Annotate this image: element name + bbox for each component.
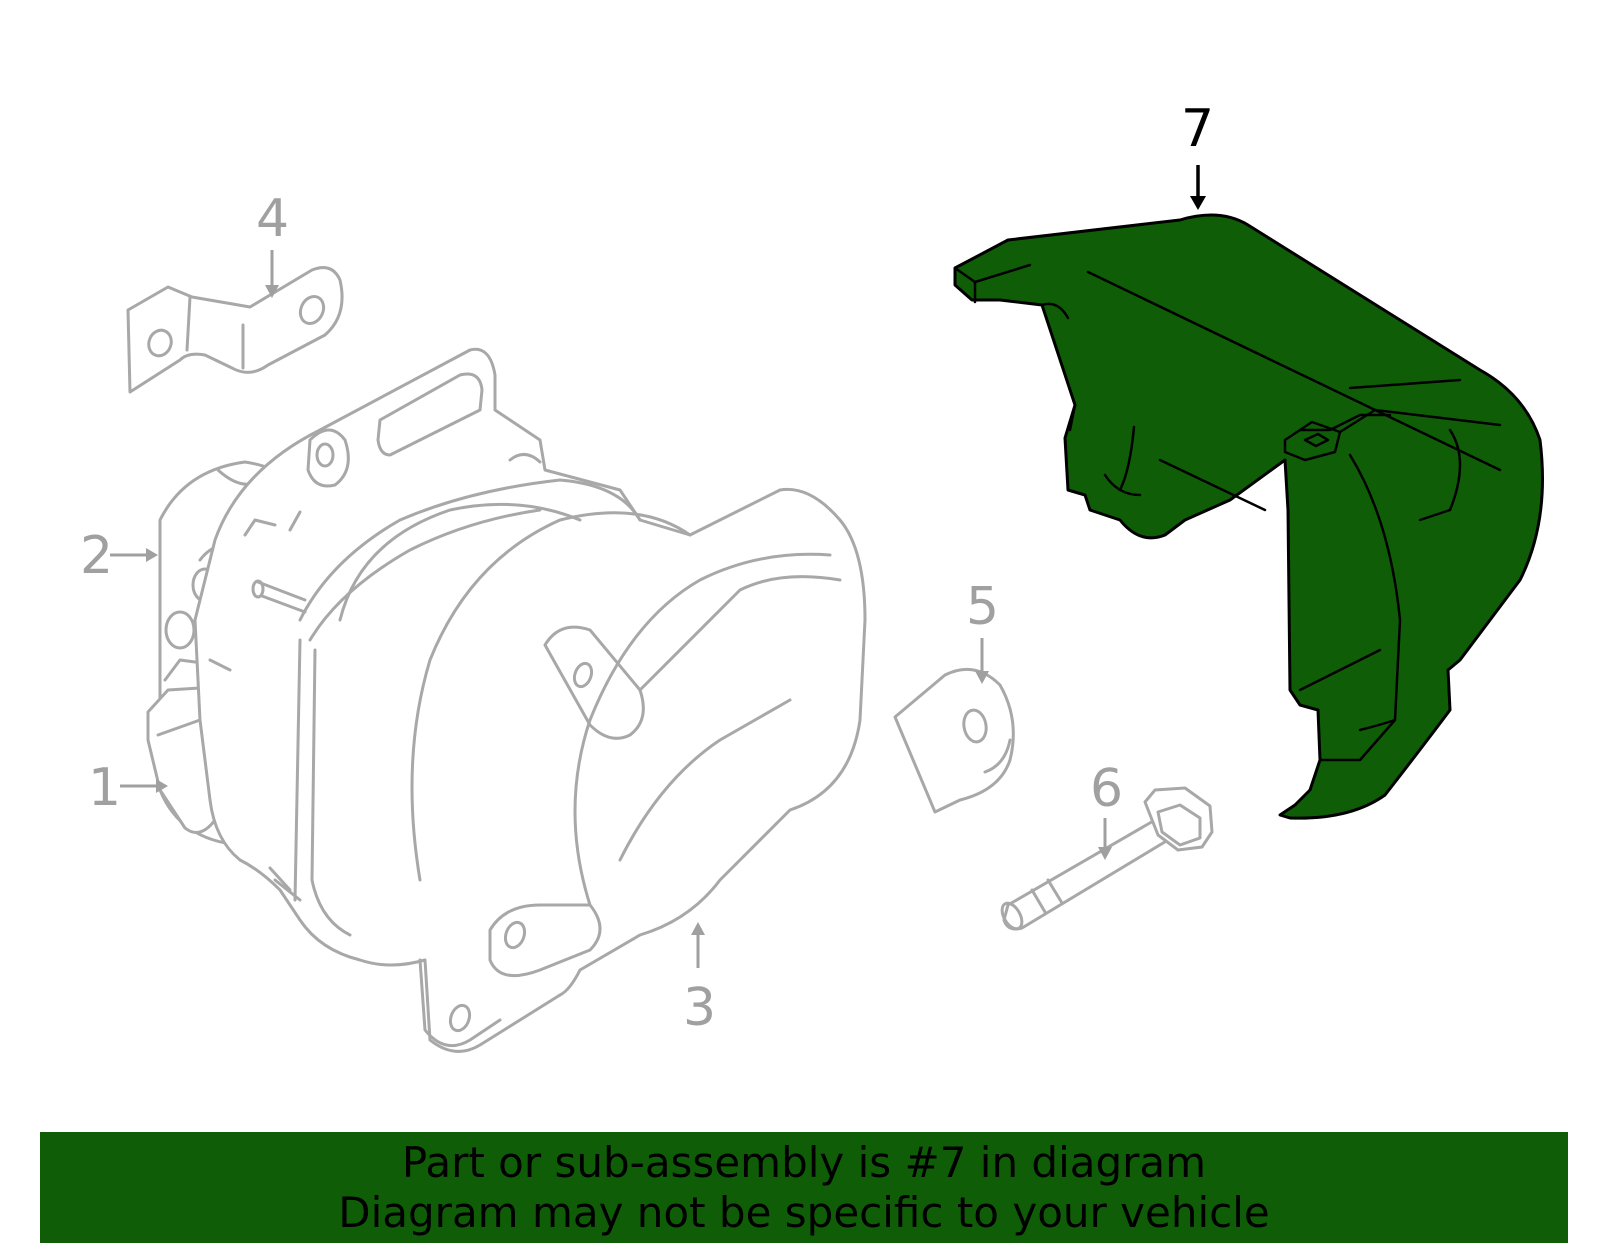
caption-line-1: Part or sub-assembly is #7 in diagram — [401, 1137, 1207, 1187]
part-4-bracket[interactable] — [126, 266, 344, 394]
part-1-rear-cover[interactable] — [146, 658, 217, 834]
callout-7[interactable]: 7 — [1181, 99, 1214, 159]
part-6-bolt[interactable] — [998, 786, 1214, 932]
callout-5[interactable]: 5 — [966, 577, 999, 637]
callout-3[interactable]: 3 — [683, 978, 716, 1038]
part-5-spacer[interactable] — [893, 667, 1015, 814]
callout-6[interactable]: 6 — [1090, 759, 1123, 819]
caption-line-2: Diagram may not be specific to your vehi… — [338, 1187, 1270, 1237]
callout-arrows — [110, 165, 1206, 968]
callout-1[interactable]: 1 — [88, 758, 121, 818]
callout-4[interactable]: 4 — [256, 189, 289, 249]
callout-2[interactable]: 2 — [80, 526, 113, 586]
caption-banner: Part or sub-assembly is #7 in diagram Di… — [40, 1132, 1568, 1243]
part-3-alternator[interactable] — [193, 347, 867, 1053]
callout-labels: 1 2 3 4 5 6 7 — [80, 99, 1214, 1038]
part-7-cover-highlighted[interactable] — [953, 213, 1544, 820]
